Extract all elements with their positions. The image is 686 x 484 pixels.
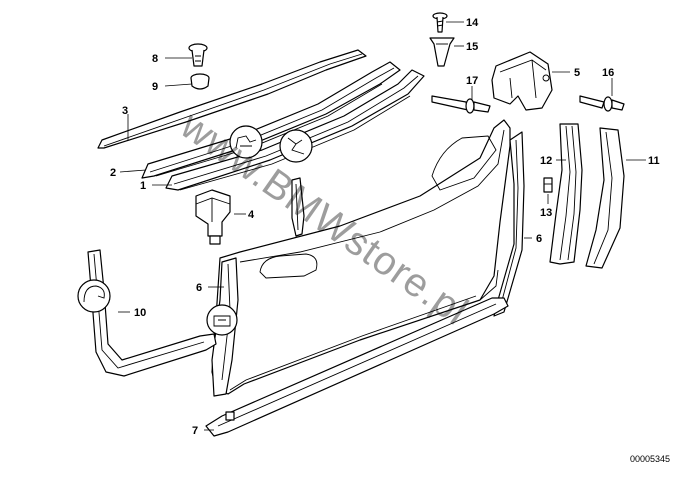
door-bottom-seal-part-7 [205, 297, 509, 437]
callout-15: 15 [466, 41, 478, 53]
callout-14: 14 [466, 17, 479, 29]
bracket-part-5 [491, 51, 553, 111]
callout-8: 8 [152, 53, 158, 65]
callout-5: 5 [574, 67, 580, 79]
leader-lines [118, 21, 646, 431]
door-trim-strip-part-6-upper [291, 177, 305, 237]
callout-6-left: 6 [196, 282, 202, 294]
clip-part-13 [543, 177, 553, 193]
callout-1: 1 [140, 180, 146, 192]
callout-13: 13 [540, 207, 552, 219]
callout-17: 17 [466, 75, 478, 87]
callout-3: 3 [122, 105, 128, 117]
post-seal-part-6-right [493, 131, 525, 317]
callout-7: 7 [192, 425, 198, 437]
clip-part-8 [188, 43, 208, 67]
rivet-part-16 [579, 95, 625, 112]
screw-part-14 [432, 12, 448, 33]
rivet-part-17 [431, 95, 491, 114]
callout-11: 11 [648, 155, 660, 167]
diagram-reference-number: 00005345 [630, 454, 670, 464]
callout-4: 4 [248, 209, 255, 221]
window-seal-outer-part-3 [97, 49, 367, 149]
post-seal-section-circle [206, 304, 238, 336]
callout-6-right: 6 [536, 233, 542, 245]
window-guide-rail-part-11 [585, 127, 625, 269]
callout-labels: 1 2 3 4 5 6 6 7 8 9 10 11 12 13 14 15 16… [110, 17, 660, 437]
seal-section-detail-circle [279, 129, 313, 163]
door-frame-seal-part-10 [87, 249, 217, 377]
spreader-nut-part-15 [429, 37, 455, 67]
seal-section-detail-circle [229, 125, 263, 159]
callout-12: 12 [540, 155, 552, 167]
bracket-part-4 [195, 189, 231, 245]
grommet-part-9 [190, 73, 210, 90]
callout-2: 2 [110, 167, 116, 179]
callout-9: 9 [152, 81, 158, 93]
callout-16: 16 [602, 67, 614, 79]
frame-seal-section-circle [77, 279, 111, 313]
window-guide-rail-part-12 [549, 123, 583, 265]
callout-10: 10 [134, 307, 146, 319]
